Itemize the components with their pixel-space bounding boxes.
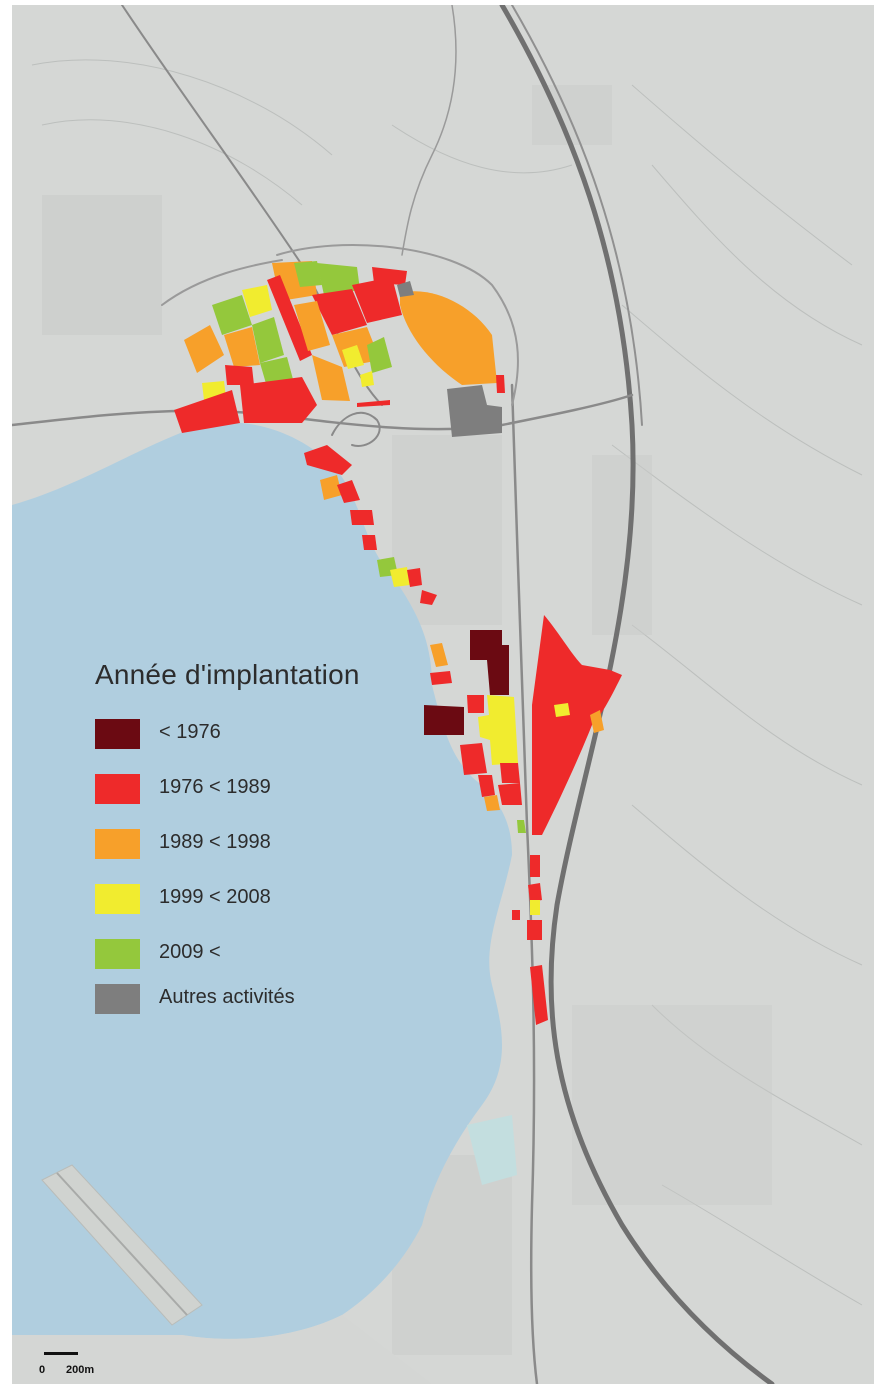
parcel-1999 [478, 695, 518, 765]
parcel-1999 [360, 371, 374, 387]
roads [12, 5, 775, 1384]
parcel-1989 [184, 325, 224, 373]
parcel-1976 [350, 510, 374, 525]
sea [12, 422, 512, 1339]
parcel-1976 [225, 365, 254, 385]
parcel-2009 [252, 317, 284, 363]
terrain-contours [31, 59, 863, 1306]
parcel-2009 [367, 337, 392, 373]
legend-title: Année d'implantation [95, 659, 360, 690]
map-legend: Année d'implantation < 1976 1976 < 1989 … [95, 659, 360, 1014]
parcel-2009 [212, 295, 252, 335]
legend-label: 2009 < [159, 941, 221, 963]
parcel-1976 [530, 855, 540, 877]
parcel-1976 [460, 743, 487, 775]
parcel-1999 [554, 703, 570, 717]
parcel-1976 [527, 920, 542, 940]
legend-swatch [95, 939, 140, 969]
legend-label: 1999 < 2008 [159, 886, 271, 908]
parcel-1989 [400, 291, 497, 385]
parcel-1989 [224, 327, 260, 367]
parcel-1976 [430, 671, 452, 685]
parcel-1976 [420, 590, 437, 605]
legend-item-pre1976: < 1976 [95, 719, 395, 749]
legend-swatch [95, 719, 140, 749]
parcel-other [447, 385, 502, 437]
legend-label: Autres activités [159, 986, 295, 1008]
parcel-1976 [174, 390, 240, 433]
scale-end-label: 200m [66, 1364, 95, 1376]
legend-swatch [95, 829, 140, 859]
parcel-1989 [294, 301, 330, 351]
map-svg [12, 5, 874, 1384]
lagoon [467, 1115, 517, 1185]
legend-swatch [95, 984, 140, 1014]
legend-item-1976-1989: 1976 < 1989 [95, 774, 395, 804]
parcel-other [397, 281, 414, 297]
legend-item-2009: 2009 < [95, 939, 395, 969]
parcel-1976 [532, 615, 622, 835]
legend-item-other: Autres activités [95, 984, 395, 1014]
legend-label: < 1976 [159, 721, 221, 743]
parcel-1989 [590, 710, 604, 733]
parcel-1976 [337, 480, 360, 503]
legend-label: 1989 < 1998 [159, 831, 271, 853]
legend-swatch [95, 884, 140, 914]
parcel-1999 [530, 900, 540, 915]
parcel-1976 [467, 695, 484, 713]
parcel-2009 [317, 263, 360, 295]
parcel-1976 [240, 377, 317, 423]
parcel-1976 [496, 375, 505, 393]
parcel-1976 [512, 910, 520, 920]
scale-start-label: 0 [39, 1364, 46, 1376]
legend-item-1989-1998: 1989 < 1998 [95, 829, 395, 859]
airport [41, 1164, 203, 1326]
parcel-1976 [500, 763, 520, 783]
parcel-1976 [478, 775, 495, 797]
parcel-1976 [352, 277, 402, 323]
parcels-coast [304, 445, 452, 685]
parcel-2009 [294, 261, 322, 287]
parcel-1976 [498, 783, 522, 805]
parcel-1999 [390, 567, 410, 587]
parcel-1976 [530, 965, 548, 1025]
legend-label: 1976 < 1989 [159, 776, 271, 798]
parcel-1976 [407, 568, 422, 587]
parcel-pre1976 [424, 705, 464, 735]
map-canvas[interactable]: Année d'implantation < 1976 1976 < 1989 … [12, 5, 874, 1384]
legend-item-1999-2008: 1999 < 2008 [95, 884, 395, 914]
parcel-1976 [312, 289, 367, 335]
parcel-1976 [528, 883, 542, 902]
parcel-1976 [304, 445, 352, 475]
parcel-1976 [357, 400, 390, 407]
parcels-central [424, 615, 622, 1025]
parcels-north [174, 261, 505, 437]
parcel-1999 [242, 285, 272, 317]
parcel-2009 [517, 820, 526, 833]
parcel-1989 [320, 475, 342, 500]
parcel-1976 [372, 267, 407, 285]
scale-bar-line [44, 1352, 78, 1355]
parcel-1976 [267, 275, 312, 361]
land-bottom [12, 1315, 432, 1384]
scale-bar: 0 200m [34, 1352, 144, 1382]
legend-swatch [95, 774, 140, 804]
parcel-pre1976 [470, 630, 509, 695]
parcel-1989 [312, 355, 350, 401]
parcel-1976 [362, 535, 377, 550]
parcel-1989 [430, 643, 448, 667]
parcel-1989 [484, 795, 500, 811]
parcel-1999 [342, 345, 364, 369]
